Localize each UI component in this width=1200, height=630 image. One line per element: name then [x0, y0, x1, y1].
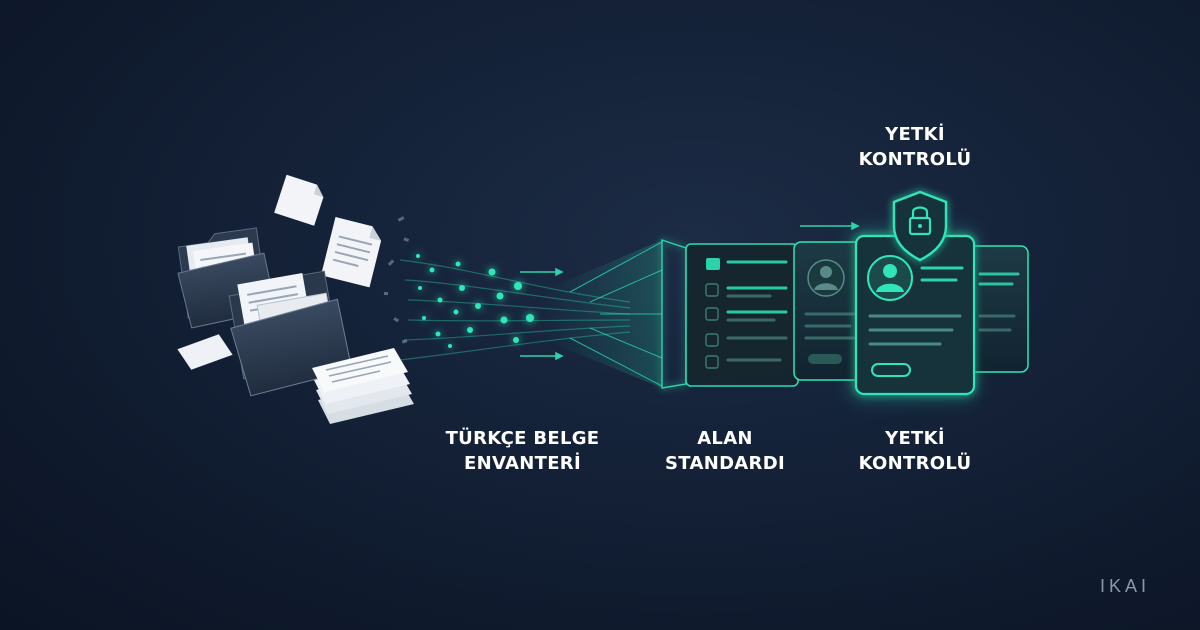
auth-header-line2: KONTROLÜ — [858, 149, 972, 170]
profile-card-icon — [959, 245, 1029, 373]
inventory-line1: TÜRKÇE BELGE — [445, 428, 600, 449]
stage-label-standard: ALAN STANDARDI — [640, 426, 810, 476]
standard-line1: ALAN — [697, 428, 753, 449]
shield-lock-icon — [892, 190, 948, 262]
auth-header-label: YETKİ KONTROLÜ — [840, 122, 990, 172]
authorization-cards — [793, 190, 1029, 400]
paper-stack-icon — [312, 348, 414, 424]
authorization-line1: YETKİ — [885, 428, 945, 449]
brand-logo: IKAI — [1099, 576, 1150, 596]
authorization-line2: KONTROLÜ — [858, 453, 972, 474]
document-pile — [177, 174, 414, 424]
profile-card-icon — [854, 234, 976, 396]
stage-label-inventory: TÜRKÇE BELGE ENVANTERİ — [430, 426, 615, 476]
document-icon — [320, 217, 382, 288]
data-stream — [384, 216, 860, 388]
document-icon — [274, 174, 324, 226]
stage-label-authorization: YETKİ KONTROLÜ — [840, 426, 990, 476]
profile-card-icon — [793, 241, 871, 381]
document-icon — [177, 334, 233, 370]
auth-header-line1: YETKİ — [885, 124, 945, 145]
inventory-line2: ENVANTERİ — [464, 453, 581, 474]
folder-icon — [177, 227, 277, 329]
form-icon — [661, 239, 799, 389]
standard-line2: STANDARDI — [665, 453, 785, 474]
